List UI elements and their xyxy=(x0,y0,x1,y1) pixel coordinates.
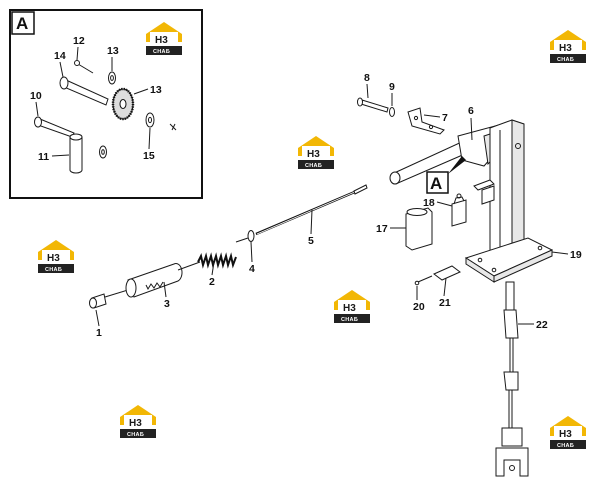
svg-text:СНАБ: СНАБ xyxy=(557,57,574,63)
callout-6: 6 xyxy=(468,105,474,117)
part-2-spring xyxy=(177,252,237,271)
callout-5: 5 xyxy=(308,235,314,247)
detail-a-marker: A xyxy=(426,156,466,194)
svg-text:A: A xyxy=(430,174,442,193)
part-4-washer xyxy=(247,230,255,242)
part-12-screw xyxy=(74,60,94,74)
part-3-grip xyxy=(125,263,183,298)
svg-text:СНАБ: СНАБ xyxy=(153,49,170,55)
callout-2: 2 xyxy=(209,276,215,288)
inset-label: A xyxy=(16,14,28,33)
part-21-plate xyxy=(433,265,461,281)
part-9-washer xyxy=(389,107,395,117)
watermark-logo: H3 СНАБ xyxy=(38,240,74,273)
callout-22: 22 xyxy=(536,319,548,331)
callout-21: 21 xyxy=(439,297,451,309)
part-19-stand xyxy=(464,119,554,283)
callout-20: 20 xyxy=(413,301,425,313)
part-22-cable xyxy=(495,281,529,477)
callout-13-gear: 13 xyxy=(150,84,162,96)
callout-12: 12 xyxy=(73,35,85,47)
watermark-logo: H3 СНАБ xyxy=(120,405,156,438)
svg-text:СНАБ: СНАБ xyxy=(127,432,144,438)
part-8-bolt xyxy=(357,97,389,113)
callout-11: 11 xyxy=(38,151,49,163)
watermark-logo: H3 СНАБ xyxy=(550,30,586,63)
callout-7: 7 xyxy=(442,112,448,124)
callout-15: 15 xyxy=(143,150,155,162)
part-washer xyxy=(99,145,107,159)
callout-8: 8 xyxy=(364,72,370,84)
svg-text:H3: H3 xyxy=(343,303,356,314)
part-11-bushing xyxy=(69,133,83,174)
part-18-switch xyxy=(451,193,467,227)
callout-13: 13 xyxy=(107,45,119,57)
watermark-logos: H3 СНАБ H3 СНАБ H3 СНАБ H3 СНАБ xyxy=(38,22,586,449)
part-13-washer xyxy=(108,71,116,85)
part-17-block xyxy=(405,207,433,251)
part-15-washer xyxy=(145,112,155,128)
svg-text:H3: H3 xyxy=(307,149,320,160)
callout-19: 19 xyxy=(570,249,582,261)
callout-9: 9 xyxy=(389,81,395,93)
callout-17: 17 xyxy=(376,223,388,235)
part-1-knob xyxy=(89,289,129,309)
watermark-logo: H3 СНАБ xyxy=(298,136,334,169)
part-14-pin xyxy=(59,76,109,106)
watermark-logo: H3 СНАБ xyxy=(334,290,370,323)
svg-text:H3: H3 xyxy=(129,418,142,429)
part-20-screw xyxy=(414,275,433,286)
callout-1: 1 xyxy=(96,327,102,339)
svg-text:СНАБ: СНАБ xyxy=(341,317,358,323)
watermark-logo: H3 СНАБ xyxy=(146,22,182,55)
watermark-logo: H3 СНАБ xyxy=(550,416,586,449)
callout-4: 4 xyxy=(249,263,255,275)
svg-text:СНАБ: СНАБ xyxy=(45,267,62,273)
part-5-rod xyxy=(255,184,368,236)
svg-text:H3: H3 xyxy=(155,35,168,46)
callout-10: 10 xyxy=(30,90,42,102)
svg-text:H3: H3 xyxy=(559,43,572,54)
part-13-gear xyxy=(111,87,135,121)
svg-text:H3: H3 xyxy=(559,429,572,440)
svg-text:H3: H3 xyxy=(47,253,60,264)
callout-14: 14 xyxy=(54,50,66,62)
svg-text:СНАБ: СНАБ xyxy=(305,163,322,169)
svg-text:СНАБ: СНАБ xyxy=(557,443,574,449)
part-7-bracket xyxy=(407,107,445,135)
callout-3: 3 xyxy=(164,298,170,310)
callout-18: 18 xyxy=(423,197,435,209)
